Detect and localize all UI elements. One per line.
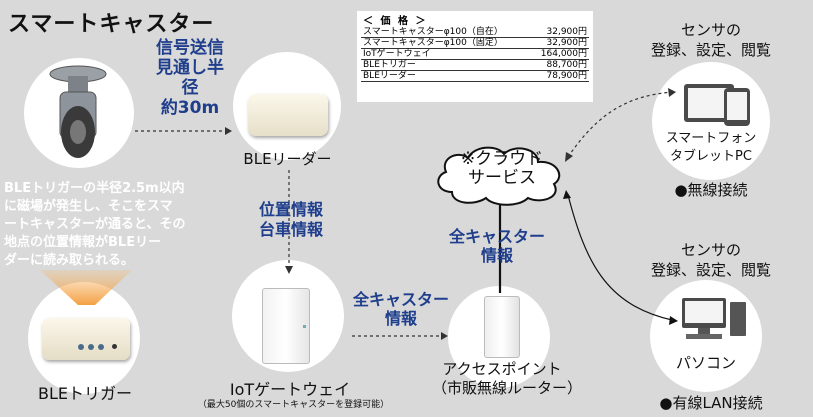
arrow-cloud-pc [567,194,673,321]
gateway-note: （最大50個のスマートキャスターを登録可能） [197,400,390,410]
price-item: BLEトリガー [361,59,530,71]
pc-tower-icon [730,302,746,336]
ble-trigger-label: BLEトリガー [37,384,132,403]
gateway-device [262,288,310,364]
price-value: 32,900円 [530,27,589,38]
keyboard-icon [686,334,722,339]
price-list: スマートキャスターφ100（自在）32,900円 スマートキャスターφ100（固… [361,27,589,82]
all-caster-info-label-2: 全キャスター 情報 [448,227,545,265]
price-item: スマートキャスターφ100（自在） [361,27,530,38]
sensor-bottom-label: センサの 登録、設定、閲覧 [650,241,771,279]
trigger-beam [40,270,132,305]
cloud-icon [437,146,561,206]
position-info-label: 位置情報 台車情報 [258,200,323,239]
price-value: 164,000円 [530,48,589,60]
monitor-icon [682,298,726,328]
ble-reader-label: BLEリーダー [243,150,332,168]
price-value: 78,900円 [530,70,589,82]
sensor-top-label: センサの 登録、設定、閲覧 [650,21,771,59]
caster-icon [49,65,107,158]
price-row: スマートキャスターφ100（自在）32,900円 [361,27,589,38]
access-point-label: アクセスポイント （市販無線ルーター） [432,360,583,397]
wireless-label: ●無線接続 [674,181,748,199]
trigger-description: BLEトリガーの半径2.5m以内 に磁場が発生し、そこをスマ ートキャスターが通… [4,181,186,268]
pc-label: パソコン [675,354,736,372]
monitor-stand [698,328,710,334]
signal-label: 信号送信 見通し半径 約30m [156,38,224,118]
access-point-device [484,296,520,358]
price-table-header: ＜ 価 格 ＞ [363,16,428,27]
cloud-label: ※クラウド サービス [460,149,544,188]
price-table: ＜ 価 格 ＞ スマートキャスターφ100（自在）32,900円 スマートキャス… [357,11,593,102]
price-item: BLEリーダー [361,70,530,82]
wired-label: ●有線LAN接続 [659,394,763,412]
page-title: スマートキャスター [8,12,215,37]
price-value: 32,900円 [530,37,589,49]
price-value: 88,700円 [530,59,589,71]
price-row: スマートキャスターφ100（固定）32,900円 [361,37,589,49]
gateway-label: IoTゲートウェイ [229,380,351,399]
ble-reader-device [248,94,328,136]
smartphone-label: スマートフォン タブレットPC [665,131,757,164]
price-item: IoTゲートウェイ [361,48,530,60]
all-caster-info-label-1: 全キャスター 情報 [352,290,449,328]
price-item: スマートキャスターφ100（固定） [361,37,530,49]
ble-trigger-device [42,318,130,360]
smartphone-icon [724,88,750,126]
